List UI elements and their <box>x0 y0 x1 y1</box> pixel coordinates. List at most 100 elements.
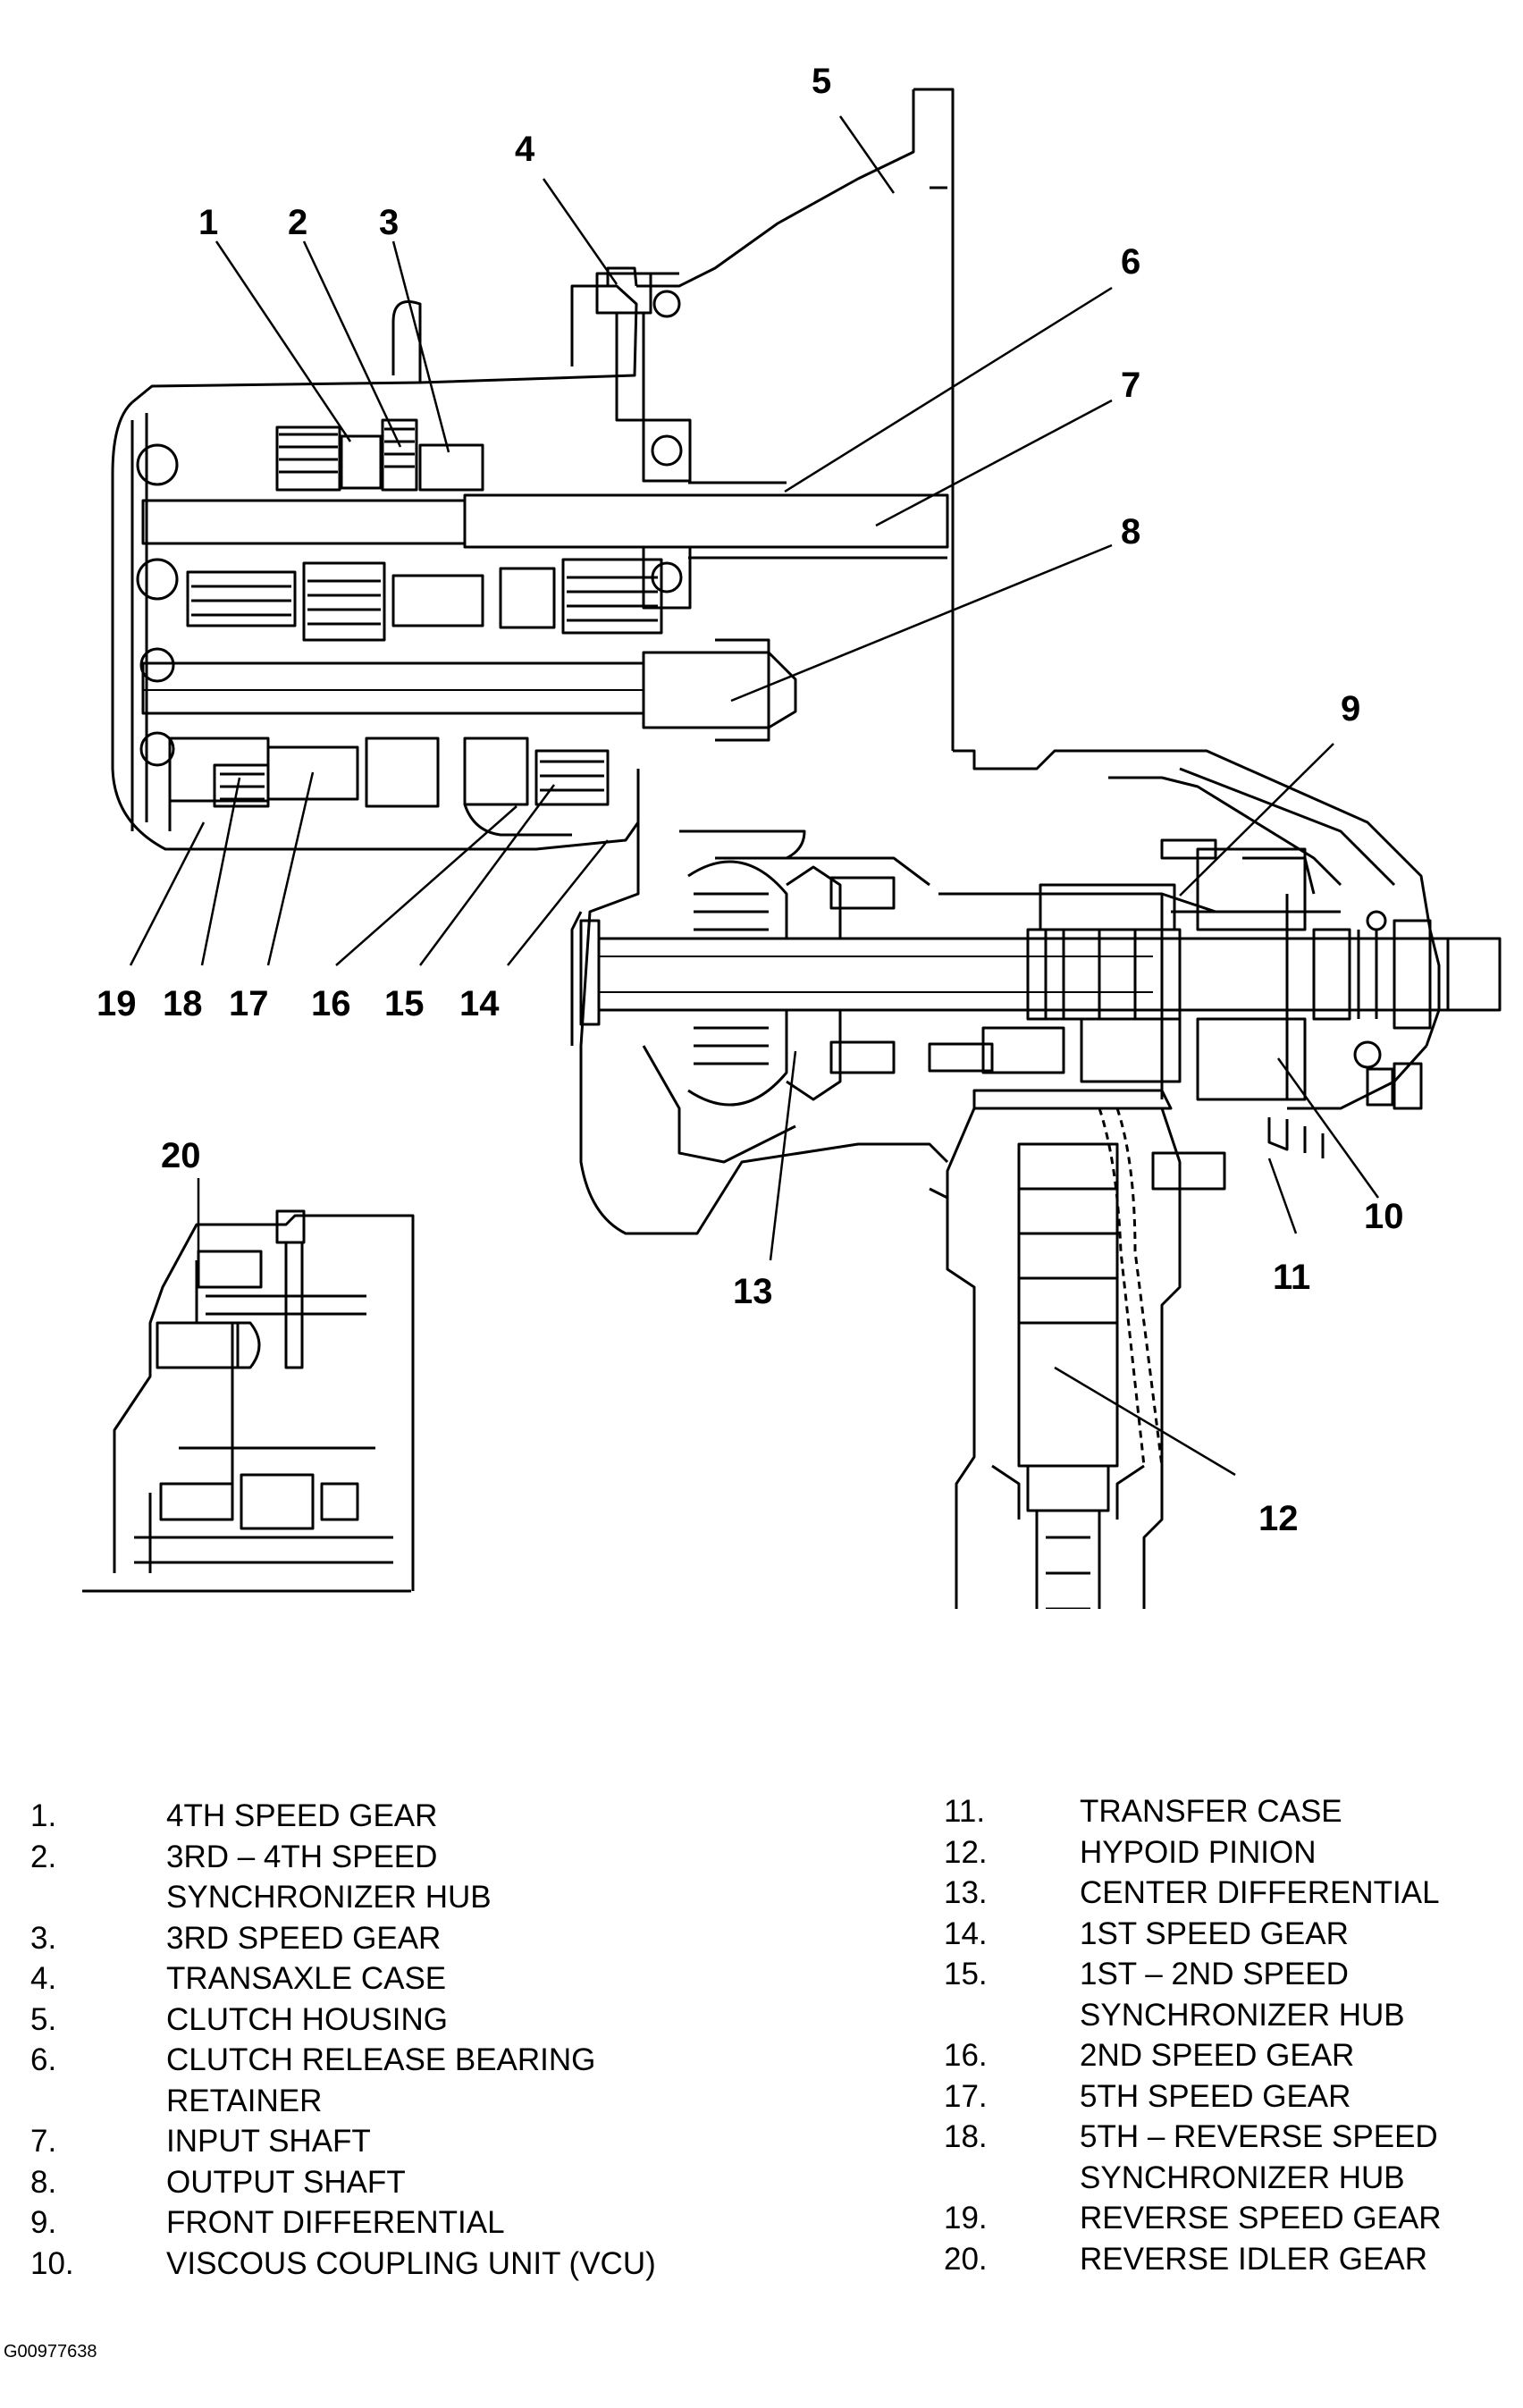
legend-item: 1. 4TH SPEED GEAR <box>30 1796 656 1837</box>
legend-text: 1ST SPEED GEAR <box>1080 1915 1349 1951</box>
legend-text: REVERSE SPEED GEAR <box>1080 2201 1442 2235</box>
legend-text: VISCOUS COUPLING UNIT (VCU) <box>166 2245 656 2281</box>
callout-5: 5 <box>812 62 831 101</box>
callout-20: 20 <box>161 1136 201 1175</box>
legend-number: 15. <box>944 1957 988 1991</box>
legend-item: 9.FRONT DIFFERENTIAL <box>30 2202 656 2244</box>
legend-text: 4TH SPEED GEAR <box>166 1798 438 1833</box>
legend-text: 2ND SPEED GEAR <box>1080 2038 1355 2073</box>
legend-item: 19. REVERSE SPEED GEAR <box>944 2198 1442 2239</box>
callout-19: 19 <box>97 984 137 1023</box>
callout-17: 17 <box>229 984 269 1023</box>
callout-4: 4 <box>515 130 535 169</box>
callout-14: 14 <box>459 984 500 1023</box>
callout-6: 6 <box>1121 242 1140 282</box>
legend-number <box>944 2158 1080 2199</box>
legend-number: 17. <box>944 2078 988 2114</box>
figure-id: G00977638 <box>4 2342 97 2362</box>
legend-number: 1. <box>30 1798 57 1833</box>
legend-item: 10. VISCOUS COUPLING UNIT (VCU) <box>30 2244 656 2285</box>
legend-item: 15. 1ST – 2ND SPEED <box>944 1954 1442 1995</box>
legend-number: 8. <box>30 2164 57 2200</box>
legend-text: 5TH – REVERSE SPEED <box>1080 2119 1438 2154</box>
legend-number: 2. <box>30 1839 57 1874</box>
callout-2: 2 <box>288 203 307 242</box>
legend-number: 4. <box>30 1961 57 1996</box>
callout-12: 12 <box>1258 1499 1299 1538</box>
center-differential-drawing <box>642 860 1065 1164</box>
hypoid-pinion-drawing <box>929 1089 1182 1609</box>
legend-text: CLUTCH RELEASE BEARING <box>166 2042 596 2077</box>
callout-10: 10 <box>1364 1197 1404 1236</box>
callout-18: 18 <box>163 984 203 1023</box>
front-differential-drawing <box>1039 838 1423 1191</box>
input-gears-drawing <box>186 418 663 642</box>
legend-number: 19. <box>944 2201 988 2235</box>
legend-text: INPUT SHAFT <box>166 2124 371 2159</box>
legend-text: TRANSFER CASE <box>1080 1794 1342 1829</box>
legend-number: 13. <box>944 1875 988 1910</box>
legend-text: OUTPUT SHAFT <box>166 2164 406 2200</box>
legend-item: 16. 2ND SPEED GEAR <box>944 2035 1442 2076</box>
legend-item: 5. CLUTCH HOUSING <box>30 2000 656 2041</box>
transaxle-cross-section: 1 2 3 4 5 6 7 8 9 10 11 12 13 14 15 16 1… <box>82 62 1502 1609</box>
legend-number: 10. <box>30 2245 74 2281</box>
callout-15: 15 <box>384 984 425 1023</box>
legend-item: 12. HYPOID PINION <box>944 1832 1442 1873</box>
legend-item: 3. 3RD SPEED GEAR <box>30 1918 656 1959</box>
legend-item: SYNCHRONIZER HUB <box>30 1877 656 1918</box>
legend-number <box>30 2081 166 2122</box>
differential-shaft-drawing <box>579 919 1502 1030</box>
inset-reverse-idler-drawing <box>82 1209 415 1593</box>
legend-item: SYNCHRONIZER HUB <box>944 2158 1442 2199</box>
legend-text: 3RD – 4TH SPEED <box>166 1839 438 1874</box>
output-shaft-drawing <box>139 638 797 767</box>
callout-3: 3 <box>379 203 399 242</box>
legend-number: 16. <box>944 2038 988 2073</box>
legend-number <box>30 1877 166 1918</box>
legend-number: 6. <box>30 2042 57 2077</box>
legend-item: 6. CLUTCH RELEASE BEARING <box>30 2040 656 2081</box>
legend-item: 8. OUTPUT SHAFT <box>30 2162 656 2203</box>
callout-8: 8 <box>1121 512 1140 551</box>
legend-text: TRANSAXLE CASE <box>166 1961 447 1996</box>
legend-text: 5TH SPEED GEAR <box>1080 2078 1351 2114</box>
legend-number <box>944 1995 1080 2036</box>
callout-labels: 1 2 3 4 5 6 7 8 9 10 11 12 13 14 15 16 1… <box>97 62 1404 1538</box>
callout-7: 7 <box>1121 366 1140 405</box>
legend-text: 1ST – 2ND SPEED <box>1080 1957 1349 1991</box>
callout-13: 13 <box>733 1272 773 1311</box>
legend-item: 20. REVERSE IDLER GEAR <box>944 2239 1442 2280</box>
legend-text: SYNCHRONIZER HUB <box>1080 2160 1405 2195</box>
legend-item: 14. 1ST SPEED GEAR <box>944 1914 1442 1955</box>
legend-item: 2. 3RD – 4TH SPEED <box>30 1837 656 1878</box>
legend-number: 12. <box>944 1834 988 1870</box>
legend-number: 9. <box>30 2205 57 2240</box>
callout-16: 16 <box>311 984 351 1023</box>
legend-text: HYPOID PINION <box>1080 1834 1317 1870</box>
legend-text: REVERSE IDLER GEAR <box>1080 2241 1427 2277</box>
legend-number: 3. <box>30 1920 57 1956</box>
legend-text: RETAINER <box>166 2083 323 2118</box>
legend-number: 18. <box>944 2119 988 2154</box>
legend-item: 13. CENTER DIFFERENTIAL <box>944 1873 1442 1914</box>
input-shaft-drawing <box>130 443 949 601</box>
legend-item: 18. 5TH – REVERSE SPEED <box>944 2117 1442 2158</box>
legend-item: SYNCHRONIZER HUB <box>944 1995 1442 2036</box>
callout-1: 1 <box>198 203 218 242</box>
callout-11: 11 <box>1273 1258 1310 1297</box>
callout-9: 9 <box>1341 689 1360 728</box>
legend-text: CENTER DIFFERENTIAL <box>1080 1875 1440 1910</box>
legend-text: 3RD SPEED GEAR <box>166 1920 442 1956</box>
legend-number: 5. <box>30 2001 57 2037</box>
legend-text: SYNCHRONIZER HUB <box>166 1880 492 1915</box>
legend-number: 20. <box>944 2241 988 2277</box>
legend-text: SYNCHRONIZER HUB <box>1080 1997 1405 2033</box>
legend-item: 17. 5TH SPEED GEAR <box>944 2076 1442 2118</box>
legend-text: CLUTCH HOUSING <box>166 2001 449 2037</box>
leader-lines <box>129 115 1380 1477</box>
legend-item: 11.TRANSFER CASE <box>944 1791 1442 1832</box>
legend-number: 7. <box>30 2124 57 2159</box>
legend-number: 14. <box>944 1915 988 1951</box>
